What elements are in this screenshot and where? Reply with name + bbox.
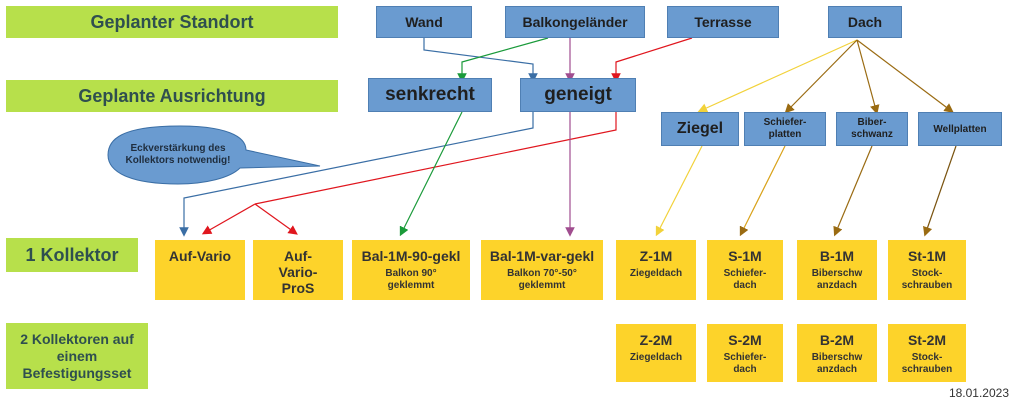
product-title: Bal-1M-90-gekl (361, 248, 461, 264)
product-subtitle: Schiefer-dach (723, 352, 767, 375)
line-dach-biber (856, 39, 880, 115)
product-s-1m: S-1M Schiefer-dach (707, 240, 783, 300)
callout-eckverstaerkung: Eckverstärkung des Kollektors notwendig! (125, 143, 231, 166)
product-title: B-1M (819, 248, 855, 264)
product-subtitle: Ziegeldach (629, 352, 683, 363)
line-geneigt-red (254, 112, 617, 205)
product-subtitle: Ziegeldach (629, 268, 683, 279)
product-subtitle: Balkon 70°-50° geklemmt (507, 268, 577, 291)
line-red-aufvariopros (254, 203, 298, 235)
standort-terrasse: Terrasse (667, 6, 779, 38)
product-subtitle: Schiefer-dach (723, 268, 767, 291)
line-red-aufvario (201, 203, 256, 235)
line-dach-schiefer (784, 39, 858, 114)
product-bal-1m-var-gekl: Bal-1M-var-gekl Balkon 70°-50° geklemmt (481, 240, 603, 300)
callout-bubble (107, 125, 321, 185)
dachart-schieferplatten: Schiefer-platten (744, 112, 826, 146)
product-bal-1m-90-gekl: Bal-1M-90-gekl Balkon 90° geklemmt (352, 240, 470, 300)
product-subtitle: Stock-schrauben (901, 352, 953, 375)
product-st-2m: St-2M Stock-schrauben (888, 324, 966, 382)
ausrichtung-senkrecht: senkrecht (368, 78, 492, 112)
product-auf-vario: Auf-Vario (155, 240, 245, 300)
line-balkon-senkrecht (457, 37, 549, 83)
product-title: Z-1M (639, 248, 673, 264)
line-schiefer-s1m (739, 145, 786, 237)
dachart-ziegel: Ziegel (661, 112, 739, 146)
date-stamp: 18.01.2023 (948, 386, 1009, 400)
standort-dach: Dach (828, 6, 902, 38)
product-title: St-2M (907, 332, 947, 348)
product-title: Bal-1M-var-gekl (489, 248, 595, 264)
product-title: B-2M (819, 332, 855, 348)
line-dach-well (856, 39, 954, 113)
standort-balkongelaender: Balkongeländer (505, 6, 645, 38)
product-b-2m: B-2M Biberschw anzdach (797, 324, 877, 382)
line-dach-ziegel (697, 39, 858, 113)
product-title: Auf-Vario-ProS (278, 248, 318, 296)
product-title: Auf-Vario (168, 248, 232, 264)
product-subtitle: Stock-schrauben (901, 268, 953, 291)
dachart-wellplatten: Wellplatten (918, 112, 1002, 146)
standort-wand: Wand (376, 6, 472, 38)
line-ziegel-z1m (655, 145, 703, 237)
product-subtitle: Biberschw anzdach (811, 268, 863, 291)
label-2-kollektoren: 2 Kollektoren auf einem Befestigungsset (6, 323, 148, 389)
product-auf-vario-pros: Auf-Vario-ProS (253, 240, 343, 300)
product-title: Z-2M (639, 332, 673, 348)
product-s-2m: S-2M Schiefer-dach (707, 324, 783, 382)
product-z-2m: Z-2M Ziegeldach (616, 324, 696, 382)
line-geneigt-aufvario (179, 112, 534, 237)
line-senkrecht-bal90 (399, 111, 463, 237)
ausrichtung-geneigt: geneigt (520, 78, 636, 112)
label-geplante-ausrichtung: Geplante Ausrichtung (6, 80, 338, 112)
line-terrasse-geneigt (611, 37, 693, 83)
product-z-1m: Z-1M Ziegeldach (616, 240, 696, 300)
line-biber-b1m (833, 145, 873, 237)
product-title: St-1M (907, 248, 947, 264)
line-well-st1m (923, 145, 957, 237)
label-geplanter-standort: Geplanter Standort (6, 6, 338, 38)
dachart-biberschwanz: Biber-schwanz (836, 112, 908, 146)
product-title: S-1M (728, 248, 762, 264)
label-1-kollektor: 1 Kollektor (6, 238, 138, 272)
product-subtitle: Balkon 90° geklemmt (385, 268, 437, 291)
product-subtitle: Biberschw anzdach (811, 352, 863, 375)
product-title: S-2M (728, 332, 762, 348)
product-b-1m: B-1M Biberschw anzdach (797, 240, 877, 300)
product-st-1m: St-1M Stock-schrauben (888, 240, 966, 300)
